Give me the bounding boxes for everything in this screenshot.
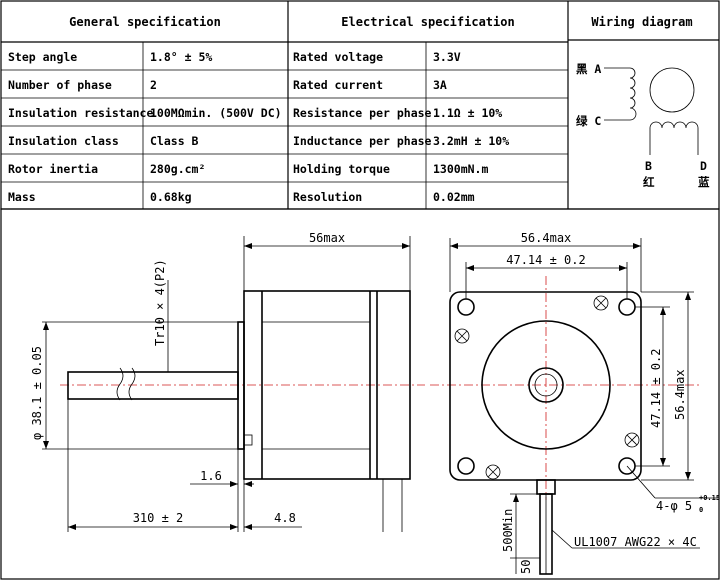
coil-bd-icon bbox=[649, 121, 699, 155]
shaft-bore bbox=[528, 367, 564, 403]
lead-strip-dim: 50 bbox=[519, 560, 533, 574]
general-spec-rows: Step angle 1.8° ± 5% Number of phase 2 I… bbox=[8, 50, 282, 204]
hole-callout-dim: 4-φ 5 bbox=[656, 499, 692, 513]
wiring-diagram: 黑 A 绿 C B 红 D 蓝 bbox=[576, 62, 710, 189]
rotor-icon bbox=[649, 67, 695, 113]
electrical-row-value: 3.3V bbox=[433, 50, 461, 64]
motor-flange bbox=[237, 321, 245, 450]
general-spec-header: General specification bbox=[69, 15, 221, 29]
electrical-row-value: 1.1Ω ± 10% bbox=[433, 106, 502, 120]
spec-table: General specification Electrical specifi… bbox=[0, 0, 720, 210]
general-row-label: Number of phase bbox=[8, 78, 112, 92]
general-row-label: Step angle bbox=[8, 50, 77, 64]
thread-spec-dim: Tr10 × 4(P2) bbox=[153, 259, 167, 346]
front-view: 56.4max 47.14 ± 0.2 47.14 ± 0.2 56.4max … bbox=[430, 231, 720, 575]
wiring-diagram-header: Wiring diagram bbox=[591, 15, 692, 29]
motor-face-circle bbox=[481, 320, 611, 450]
electrical-row-label: Rated voltage bbox=[293, 50, 383, 64]
electrical-spec-rows: Rated voltage 3.3V Rated current 3A Resi… bbox=[293, 50, 509, 204]
side-view: 56max Tr10 × 4(P2) φ 38.1 ± 0.05 1.6 310… bbox=[30, 231, 425, 532]
overall-height-dim: 56.4max bbox=[673, 369, 687, 420]
wire-c-label: 绿 C bbox=[576, 114, 601, 128]
electrical-row-label: Inductance per phase bbox=[293, 134, 432, 148]
flange-diameter-dim: φ 38.1 ± 0.05 bbox=[30, 346, 44, 440]
wire-a-label: 黑 A bbox=[576, 62, 601, 76]
shaft-length-dim: 310 ± 2 bbox=[133, 511, 184, 525]
general-row-label: Rotor inertia bbox=[8, 162, 98, 176]
general-row-value: 0.68kg bbox=[150, 190, 192, 204]
mount-hole bbox=[457, 298, 475, 316]
motor-face-square bbox=[449, 291, 642, 481]
wire-b-letter: B bbox=[645, 159, 652, 173]
general-row-label: Insulation resistance bbox=[8, 106, 153, 120]
screw-icon bbox=[485, 464, 501, 480]
electrical-spec-header: Electrical specification bbox=[341, 15, 514, 29]
lead-screw-shaft bbox=[67, 371, 239, 400]
electrical-row-value: 1300mN.m bbox=[433, 162, 488, 176]
wire-d-color: 蓝 bbox=[698, 175, 710, 189]
coil-ac-icon bbox=[629, 67, 637, 121]
screw-icon bbox=[454, 328, 470, 344]
overall-width-dim: 56.4max bbox=[521, 231, 572, 245]
screw-icon bbox=[624, 432, 640, 448]
electrical-row-value: 3A bbox=[433, 78, 447, 92]
wire-d-letter: D bbox=[700, 159, 707, 173]
electrical-row-value: 0.02mm bbox=[433, 190, 475, 204]
motor-body bbox=[243, 290, 411, 480]
mount-hole bbox=[457, 457, 475, 475]
hole-tolerance-upper: +0.15 bbox=[699, 494, 720, 502]
electrical-row-label: Resistance per phase bbox=[293, 106, 432, 120]
general-row-value: 2 bbox=[150, 78, 157, 92]
body-length-dim: 56max bbox=[309, 231, 345, 245]
electrical-row-value: 3.2mH ± 10% bbox=[433, 134, 509, 148]
electrical-row-label: Rated current bbox=[293, 78, 383, 92]
wire-b-color: 红 bbox=[643, 175, 655, 189]
mount-hole bbox=[618, 298, 636, 316]
drawing-frame bbox=[0, 208, 720, 580]
cable-spec-label: UL1007 AWG22 × 4C bbox=[574, 535, 697, 549]
general-row-value: 280g.cm² bbox=[150, 162, 205, 176]
general-row-value: Class B bbox=[150, 134, 199, 148]
hole-tolerance-lower: 0 bbox=[699, 506, 703, 514]
electrical-row-label: Resolution bbox=[293, 190, 362, 204]
flange-thickness-dim: 4.8 bbox=[274, 511, 296, 525]
lead-length-dim: 500Min bbox=[501, 509, 515, 552]
general-row-label: Mass bbox=[8, 190, 36, 204]
general-row-label: Insulation class bbox=[8, 134, 119, 148]
shaft-break-icon bbox=[116, 367, 136, 401]
screw-icon bbox=[593, 295, 609, 311]
electrical-row-label: Holding torque bbox=[293, 162, 390, 176]
hole-spacing-h-dim: 47.14 ± 0.2 bbox=[506, 253, 585, 267]
hole-spacing-v-dim: 47.14 ± 0.2 bbox=[649, 349, 663, 428]
flange-step-dim: 1.6 bbox=[200, 469, 222, 483]
general-row-value: 1.8° ± 5% bbox=[150, 50, 212, 64]
general-row-value: 100MΩmin. (500V DC) bbox=[150, 106, 282, 120]
